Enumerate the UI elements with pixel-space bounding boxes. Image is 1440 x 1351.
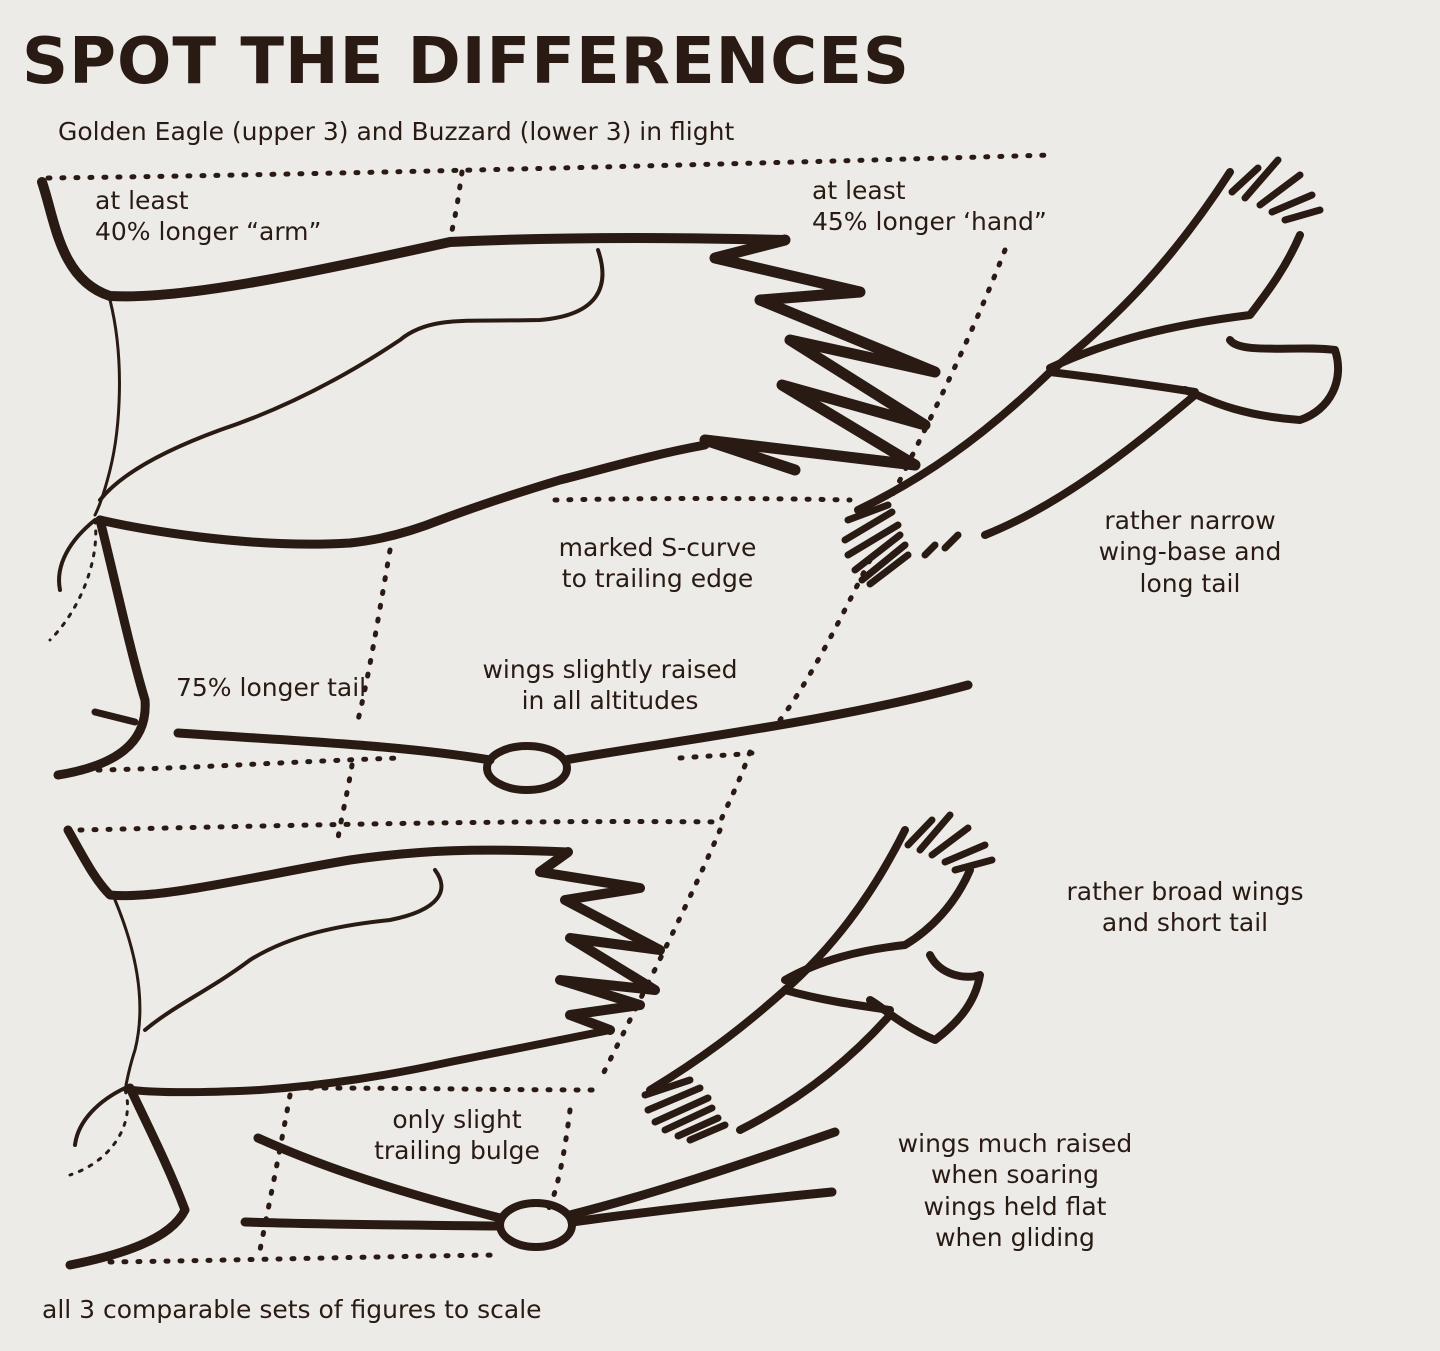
label-broad-wings: rather broad wings and short tail — [1066, 877, 1304, 938]
label-longer-hand: at least 45% longer ‘hand” — [812, 176, 1047, 237]
page-subtitle: Golden Eagle (upper 3) and Buzzard (lowe… — [58, 117, 735, 146]
buzzard-soaring-silhouette — [641, 811, 996, 1144]
buzzard-front-view — [240, 1127, 840, 1251]
eagle-front-view — [173, 680, 973, 794]
label-wings-slightly-raised: wings slightly raised in all altitudes — [482, 655, 738, 716]
label-narrow-wing-base: rather narrow wing-base and long tail — [1098, 506, 1282, 598]
label-s-curve: marked S-curve to trailing edge — [558, 533, 757, 594]
eagle-soaring-silhouette — [841, 156, 1343, 588]
page-title: SPOT THE DIFFERENCES — [22, 25, 910, 99]
buzzard-wing-outline — [63, 825, 665, 1270]
label-longer-arm: at least 40% longer “arm” — [95, 186, 322, 247]
label-longer-tail: 75% longer tail — [176, 673, 367, 702]
eagle-wing-outline — [37, 177, 941, 780]
footer-note: all 3 comparable sets of figures to scal… — [42, 1295, 542, 1324]
dotted-guide-lines — [45, 152, 1055, 1265]
label-soaring-gliding: wings much raised when soaring wings hel… — [897, 1129, 1133, 1252]
label-trailing-bulge: only slight trailing bulge — [374, 1105, 540, 1166]
